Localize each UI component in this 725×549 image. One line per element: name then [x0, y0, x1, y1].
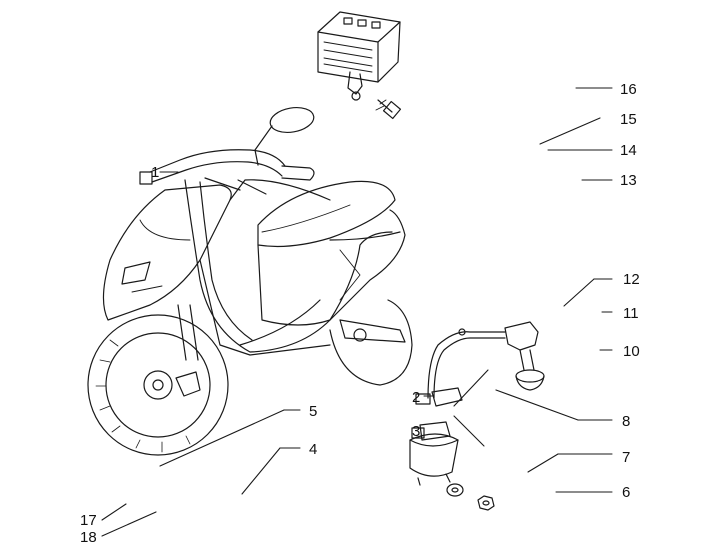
callout-13: 13 [620, 172, 637, 189]
callout-10: 10 [623, 343, 640, 360]
callout-5: 5 [309, 403, 317, 420]
grommet-illustration [515, 369, 545, 391]
callout-15: 15 [620, 111, 637, 128]
inline-mark-3: 3 [412, 423, 420, 440]
voltage-regulator-illustration [317, 11, 401, 101]
scooter-illustration [87, 106, 413, 456]
spark-plug-cap-illustration [504, 321, 539, 371]
regulator-screw-illustration [375, 99, 402, 120]
callout-11: 11 [623, 305, 639, 322]
callout-14: 14 [620, 142, 637, 159]
callout-18: 18 [80, 529, 97, 544]
ignition-coil-illustration [409, 421, 459, 486]
ht-lead-illustration [427, 328, 506, 399]
callout-8: 8 [622, 413, 630, 430]
callout-17: 17 [80, 512, 97, 529]
callout-12: 12 [623, 271, 640, 288]
inline-mark-1: 1 [151, 164, 159, 181]
leader-lines [101, 87, 613, 537]
callout-4: 4 [309, 441, 317, 458]
callout-7: 7 [622, 449, 630, 466]
callout-16: 16 [620, 81, 637, 98]
inline-mark-2: 2 [412, 389, 420, 406]
connector-illustration [415, 387, 463, 407]
callout-6: 6 [622, 484, 630, 501]
washer-illustration [446, 483, 464, 497]
callout-labels: 16 15 14 13 12 11 10 8 7 6 5 4 17 18 1 2… [80, 81, 640, 546]
nut-illustration [477, 495, 495, 511]
